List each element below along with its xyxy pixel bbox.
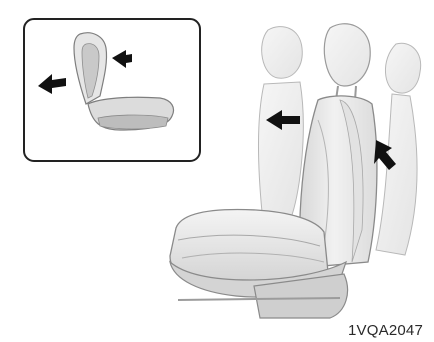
headrest [324,24,370,86]
inset-seat-side [98,115,168,129]
main-seat [170,24,421,318]
inset-panel [24,19,200,161]
figure-code: 1VQA2047 [348,322,434,339]
